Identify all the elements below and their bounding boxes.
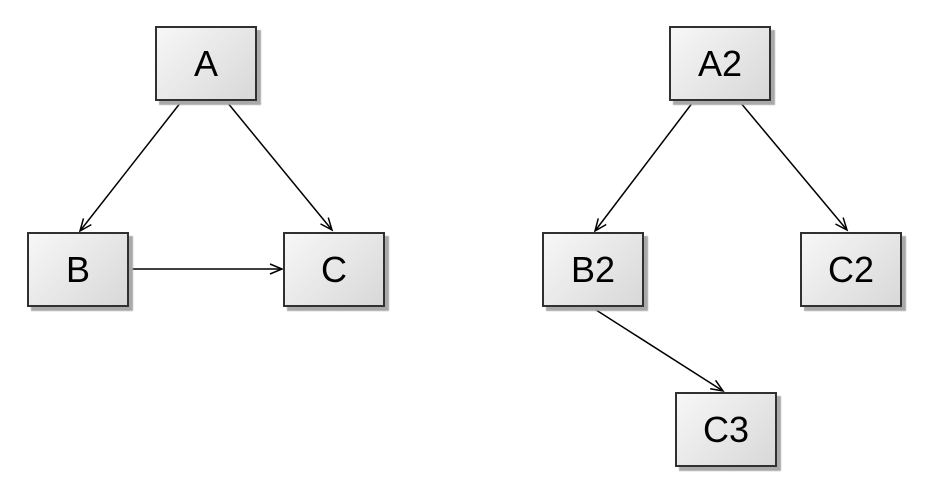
edge-A-to-B	[78, 101, 182, 233]
node-A: A	[155, 26, 257, 101]
edge-group	[78, 101, 849, 393]
node-label: A2	[697, 42, 743, 84]
edge-B2-to-C3	[592, 307, 725, 393]
node-label: B2	[570, 248, 616, 290]
node-label: C2	[827, 248, 875, 290]
node-label: C	[321, 248, 347, 290]
node-label: B	[65, 248, 90, 290]
node-A2: A2	[669, 26, 771, 101]
node-label: C3	[702, 408, 750, 450]
edge-A-to-C	[226, 101, 334, 232]
node-C3: C3	[675, 392, 777, 467]
node-B2: B2	[542, 232, 644, 307]
node-C2: C2	[800, 232, 902, 307]
node-B: B	[27, 232, 129, 307]
edge-A2-to-C2	[739, 101, 849, 232]
node-C: C	[283, 232, 385, 307]
node-label: A	[193, 42, 218, 84]
edge-A2-to-B2	[593, 101, 694, 233]
